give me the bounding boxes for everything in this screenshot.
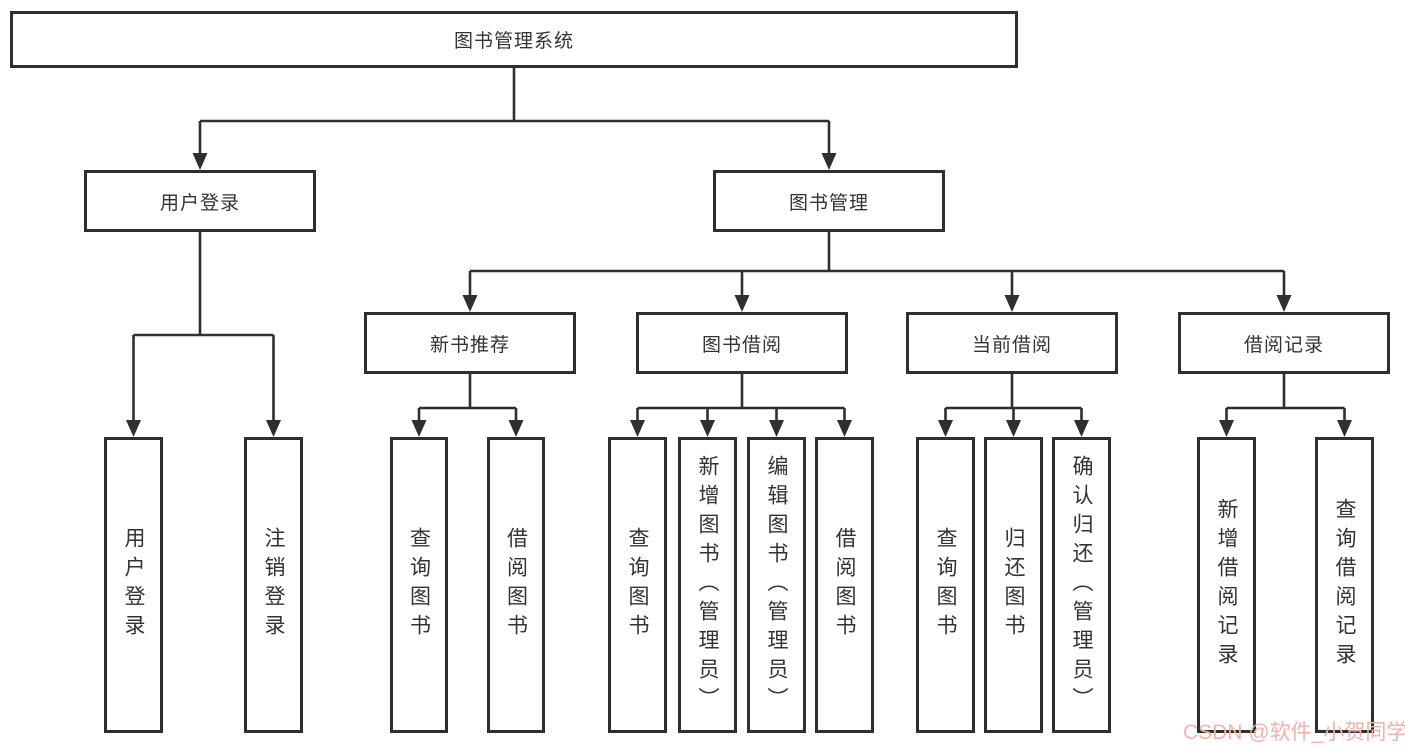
leaf-add-borrow-record: 新增借阅记录: [1197, 437, 1256, 733]
leaf-confirm-return-admin: 确认归还（管理员）: [1052, 437, 1111, 733]
node-label: 图书管理: [788, 192, 869, 214]
node-label: 新书推荐: [429, 334, 510, 356]
leaf-query-borrow-record: 查询借阅记录: [1315, 437, 1374, 733]
leaf-label: 新增借阅记录: [1215, 498, 1238, 672]
leaf-label: 编辑图书（管理员）: [765, 454, 788, 716]
node-label: 借阅记录: [1243, 334, 1324, 356]
node-library-management-system: 图书管理系统: [10, 11, 1018, 68]
leaf-label: 归还图书: [1002, 527, 1025, 643]
leaf-label: 借阅图书: [504, 527, 528, 643]
leaf-borrow-books-recommend: 借阅图书: [487, 437, 545, 733]
leaf-edit-books-admin: 编辑图书（管理员）: [747, 437, 806, 733]
node-label: 图书借阅: [701, 334, 782, 356]
leaf-borrow-books: 借阅图书: [815, 437, 874, 733]
leaf-return-books: 归还图书: [984, 437, 1043, 733]
leaf-label: 用户登录: [122, 527, 145, 643]
leaf-label: 确认归还（管理员）: [1070, 454, 1093, 716]
node-label: 图书管理系统: [453, 31, 574, 52]
leaf-logout: 注销登录: [244, 437, 303, 733]
node-book-management: 图书管理: [713, 170, 945, 232]
leaf-label: 注销登录: [262, 527, 285, 643]
leaf-label: 查询借阅记录: [1333, 498, 1356, 672]
node-new-book-recommendation: 新书推荐: [364, 312, 576, 374]
leaf-label: 查询图书: [626, 527, 649, 643]
leaf-query-books-borrow: 查询图书: [608, 437, 667, 733]
node-current-borrowing: 当前借阅: [906, 312, 1118, 374]
leaf-label: 新增图书（管理员）: [696, 454, 719, 716]
node-user-login: 用户登录: [84, 170, 316, 232]
leaf-query-books-current: 查询图书: [916, 437, 975, 733]
node-label: 当前借阅: [971, 334, 1052, 356]
node-borrowing-records: 借阅记录: [1178, 312, 1390, 374]
leaf-label: 借阅图书: [833, 527, 856, 643]
leaf-user-login: 用户登录: [104, 437, 163, 733]
leaf-label: 查询图书: [407, 527, 431, 643]
csdn-watermark: CSDN @软件_小贺同学: [1183, 721, 1405, 744]
leaf-query-books-recommend: 查询图书: [390, 437, 448, 733]
node-label: 用户登录: [159, 192, 240, 214]
leaf-add-books-admin: 新增图书（管理员）: [678, 437, 737, 733]
leaf-label: 查询图书: [934, 527, 957, 643]
node-book-borrowing: 图书借阅: [636, 312, 848, 374]
